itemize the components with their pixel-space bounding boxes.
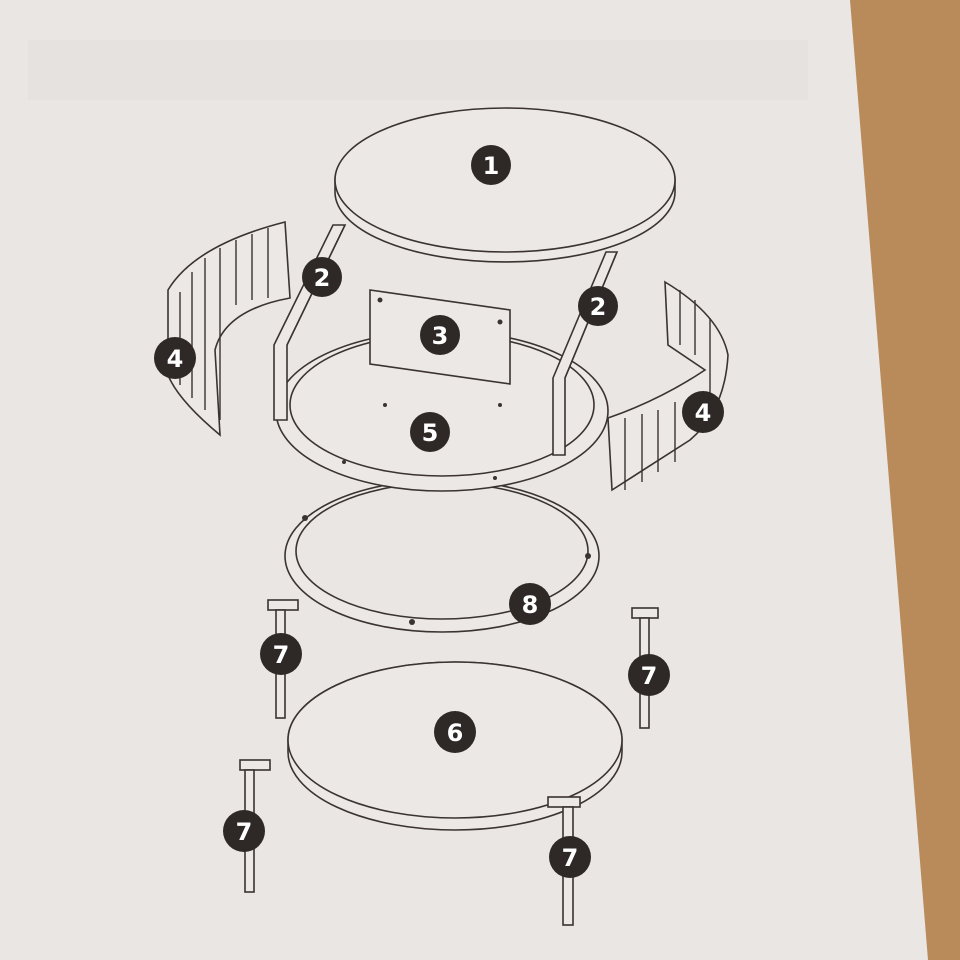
badge-part-5: 5 <box>410 412 450 452</box>
svg-text:2: 2 <box>590 293 607 321</box>
badge-part-4-left: 4 <box>154 337 196 379</box>
badge-part-7-front-right: 7 <box>549 836 591 878</box>
svg-text:5: 5 <box>422 419 439 447</box>
base-ring <box>284 479 600 633</box>
middle-shelf <box>275 330 609 492</box>
svg-text:7: 7 <box>562 844 579 872</box>
top-panel <box>334 107 676 263</box>
svg-text:2: 2 <box>314 264 331 292</box>
badge-part-7-back-right: 7 <box>628 654 670 696</box>
badge-part-7-front-left: 7 <box>223 810 265 852</box>
badge-part-1: 1 <box>471 145 511 185</box>
badge-part-7-back-left: 7 <box>260 633 302 675</box>
svg-text:6: 6 <box>447 719 464 747</box>
svg-text:7: 7 <box>273 641 290 669</box>
badge-part-2-right: 2 <box>578 286 618 326</box>
badge-part-4-right: 4 <box>682 391 724 433</box>
sheet-shadow-band <box>28 40 808 100</box>
badge-part-8: 8 <box>509 583 551 625</box>
badge-part-6: 6 <box>434 711 476 753</box>
svg-text:7: 7 <box>236 818 253 846</box>
badge-part-3: 3 <box>420 315 460 355</box>
svg-text:4: 4 <box>167 345 184 373</box>
svg-text:3: 3 <box>432 322 449 350</box>
svg-text:7: 7 <box>641 662 658 690</box>
badge-part-2-left: 2 <box>302 257 342 297</box>
svg-text:8: 8 <box>522 591 539 619</box>
svg-text:4: 4 <box>695 399 712 427</box>
svg-text:1: 1 <box>483 152 500 180</box>
